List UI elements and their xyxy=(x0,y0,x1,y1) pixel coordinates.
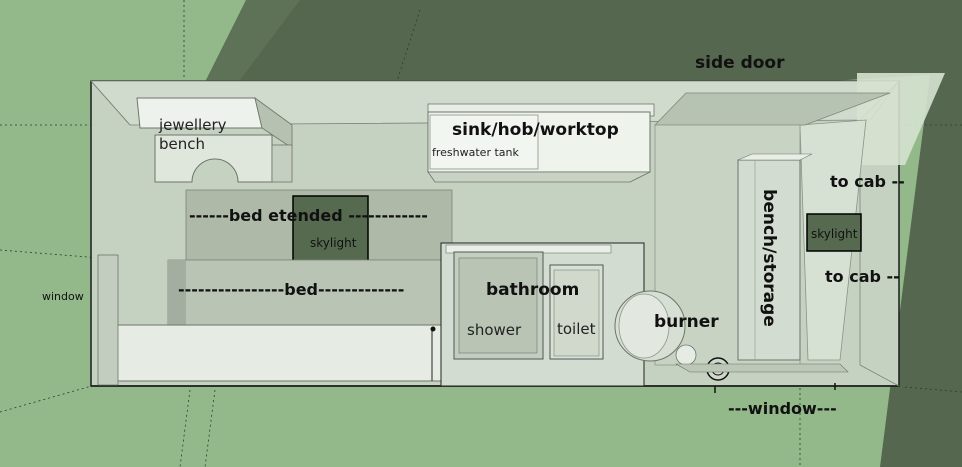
rear-box xyxy=(654,92,891,126)
bench-label: bench xyxy=(159,135,206,153)
sink-label: sink/hob/worktop xyxy=(452,120,619,140)
bed-mattress xyxy=(102,324,442,382)
shower-inner xyxy=(458,257,538,354)
jewellery-label: jewellery xyxy=(159,116,227,134)
skylight-label-2: skylight xyxy=(811,227,858,241)
skylight-label: skylight xyxy=(310,236,357,250)
burner-rim xyxy=(618,293,670,359)
jewellery-bench-base xyxy=(154,134,273,183)
bench-storage-label: bench/storage xyxy=(759,189,779,327)
toilet-label: toilet xyxy=(557,320,596,338)
to-cab-label-2: to cab -- xyxy=(825,267,900,286)
sink-base xyxy=(427,171,651,183)
toilet-inner xyxy=(553,269,600,357)
burner-pipe-end xyxy=(675,344,697,366)
jewellery-bench-leg xyxy=(271,144,293,183)
bed-label: ----------------bed------------- xyxy=(178,280,405,299)
floor-plate xyxy=(674,363,849,373)
window-bottom-label: ---window--- xyxy=(728,399,837,418)
burner-label: burner xyxy=(654,312,719,332)
bed-extended-label: ------bed etended ------------ xyxy=(189,206,428,225)
freshwater-tank xyxy=(429,114,539,170)
shower-label: shower xyxy=(467,321,522,339)
skylight-box xyxy=(292,195,369,271)
bathroom-label: bathroom xyxy=(486,280,580,300)
window-left-label: window xyxy=(42,290,84,303)
skylight-box-2 xyxy=(806,213,862,252)
freshwater-label: freshwater tank xyxy=(432,146,519,159)
to-cab-label-1: to cab -- xyxy=(830,172,905,191)
bench-storage-side xyxy=(737,153,813,161)
bed-frame-left xyxy=(168,260,186,330)
side-door-label: side door xyxy=(695,53,785,73)
left-window-frame xyxy=(97,254,119,386)
